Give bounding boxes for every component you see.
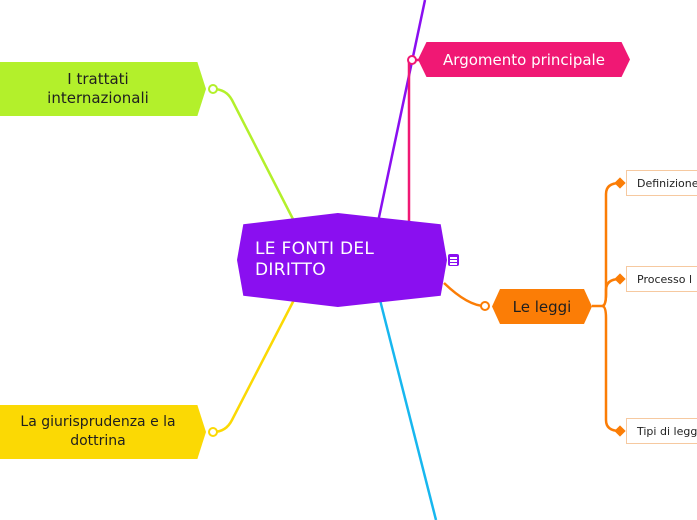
green-connector-dot[interactable]: [208, 84, 218, 94]
subtopic-tipi-di-legge[interactable]: Tipi di legg: [626, 418, 697, 444]
sub-line-tipi: [601, 304, 621, 433]
sub-line-definizione: [601, 181, 621, 308]
purple-branch-line: [376, 0, 427, 223]
green-branch-line: [212, 87, 298, 226]
topic-trattati-line2: internazionali: [47, 89, 149, 107]
topic-giurisprudenza-line2: dottrina: [70, 433, 126, 449]
yellow-branch-line: [212, 295, 298, 434]
sub-connector-tipi[interactable]: [614, 425, 626, 437]
orange-branch-line: [443, 282, 486, 308]
topic-leggi-label: Le leggi: [512, 297, 572, 316]
central-topic[interactable]: LE FONTI DEL DIRITTO: [237, 213, 447, 307]
blue-branch-line: [378, 299, 438, 520]
subtopic-tipi-label: Tipi di legg: [637, 424, 697, 438]
subtopic-processo-label: Processo l: [637, 272, 693, 286]
topic-trattati-internazionali[interactable]: I trattati internazionali: [0, 62, 206, 116]
subtopic-definizione[interactable]: Definizione: [626, 170, 697, 196]
pink-connector-dot[interactable]: [407, 55, 417, 65]
topic-argomento-label: Argomento principale: [443, 50, 605, 69]
sub-connector-definizione[interactable]: [614, 177, 626, 189]
subtopic-definizione-label: Definizione: [637, 176, 697, 190]
yellow-connector-dot[interactable]: [208, 427, 218, 437]
topic-giurisprudenza-line1: La giurisprudenza e la: [20, 414, 176, 430]
subtopic-processo[interactable]: Processo l: [626, 266, 697, 292]
topic-le-leggi[interactable]: Le leggi: [492, 289, 592, 324]
orange-connector-dot[interactable]: [480, 301, 490, 311]
note-icon[interactable]: [448, 254, 459, 266]
pink-branch-line: [407, 58, 420, 226]
sub-line-processo: [601, 277, 621, 308]
topic-argomento-principale[interactable]: Argomento principale: [418, 42, 630, 77]
central-topic-line2: DIRITTO: [255, 260, 326, 280]
topic-giurisprudenza-dottrina[interactable]: La giurisprudenza e la dottrina: [0, 405, 206, 459]
central-topic-line1: LE FONTI DEL: [255, 239, 375, 259]
sub-connector-processo[interactable]: [614, 273, 626, 285]
topic-trattati-line1: I trattati: [67, 70, 129, 88]
